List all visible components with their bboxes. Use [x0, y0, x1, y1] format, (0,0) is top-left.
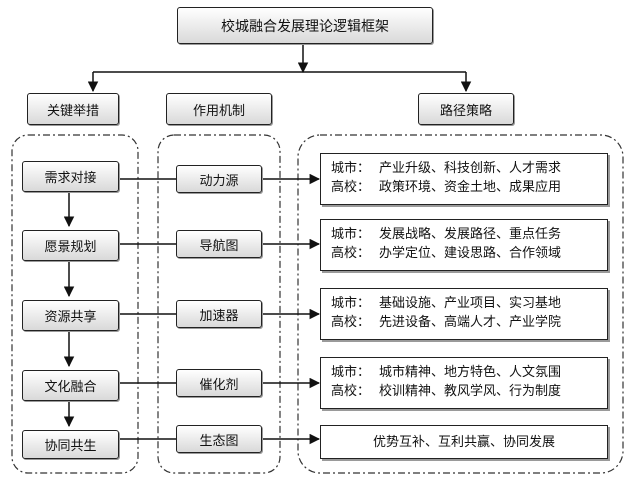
category-path-strategies: 路径策略 — [418, 93, 514, 125]
city-label: 城市： — [331, 161, 371, 176]
school-label: 高校： — [331, 315, 371, 330]
strategy-box-final: 优势互补、互利共赢、协同发展 — [320, 425, 608, 459]
measure-box-2: 愿景规划 — [22, 230, 119, 261]
school-text: 办学定位、建设思路、合作领域 — [379, 246, 562, 261]
city-text: 城市精神、地方特色、人文氛围 — [379, 365, 562, 380]
city-text: 产业升级、科技创新、人才需求 — [379, 161, 562, 176]
city-label: 城市： — [331, 365, 371, 380]
strategies-group-border — [297, 134, 624, 474]
measure-box-3: 资源共享 — [22, 300, 119, 331]
mechanism-box-5: 生态图 — [176, 425, 262, 453]
city-text: 发展战略、发展路径、重点任务 — [379, 227, 562, 242]
city-label: 城市： — [331, 296, 371, 311]
measure-box-5: 协同共生 — [22, 430, 119, 459]
measure-box-4: 文化融合 — [22, 370, 119, 401]
city-text: 基础设施、产业项目、实习基地 — [379, 296, 562, 311]
mechanism-box-1: 动力源 — [176, 165, 262, 193]
school-text: 校训精神、教风学风、行为制度 — [379, 384, 562, 399]
school-label: 高校： — [331, 180, 371, 195]
measures-group-border — [11, 134, 139, 474]
measure-box-1: 需求对接 — [22, 161, 119, 192]
category-mechanisms: 作用机制 — [166, 93, 272, 125]
mechanism-box-3: 加速器 — [176, 300, 262, 328]
school-label: 高校： — [331, 246, 371, 261]
strategy-box-3: 城市： 基础设施、产业项目、实习基地 高校： 先进设备、高端人才、产业学院 — [320, 288, 608, 340]
strategy-box-4: 城市： 城市精神、地方特色、人文氛围 高校： 校训精神、教风学风、行为制度 — [320, 357, 608, 409]
city-label: 城市： — [331, 227, 371, 242]
mechanism-box-2: 导航图 — [176, 230, 262, 258]
diagram-title: 校城融合发展理论逻辑框架 — [177, 7, 433, 44]
school-text: 政策环境、资金土地、成果应用 — [379, 180, 562, 195]
school-label: 高校： — [331, 384, 371, 399]
mechanisms-group-border — [157, 134, 281, 474]
category-key-measures: 关键举措 — [27, 93, 119, 125]
strategy-box-2: 城市： 发展战略、发展路径、重点任务 高校： 办学定位、建设思路、合作领域 — [320, 219, 608, 271]
school-text: 先进设备、高端人才、产业学院 — [379, 315, 562, 330]
strategy-box-1: 城市： 产业升级、科技创新、人才需求 高校： 政策环境、资金土地、成果应用 — [320, 153, 608, 205]
mechanism-box-4: 催化剂 — [176, 369, 262, 397]
